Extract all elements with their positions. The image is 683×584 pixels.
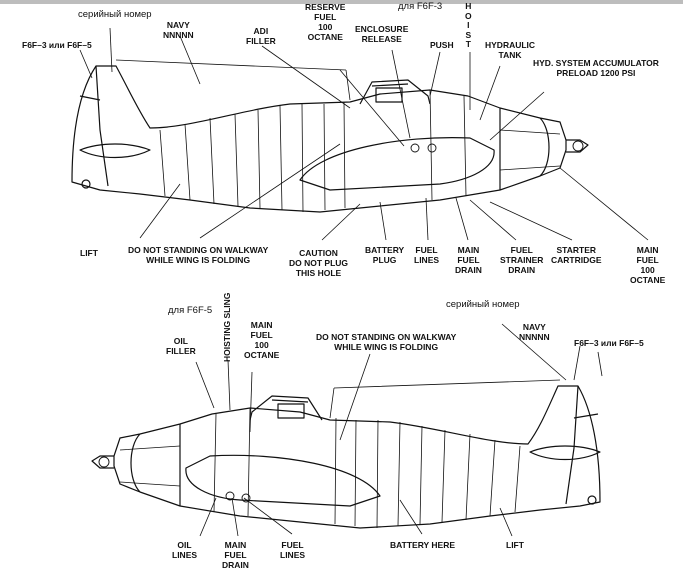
bottom-serial-number-label: серийный номер xyxy=(446,299,520,310)
top-battery-plug-label: BATTERY PLUG xyxy=(365,245,405,265)
bottom-walkway-label: DO NOT STANDING ON WALKWAY WHILE WING IS… xyxy=(316,332,457,352)
top-walkway-label: DO NOT STANDING ON WALKWAY WHILE WING IS… xyxy=(128,245,269,265)
top-edge-band xyxy=(0,0,683,4)
bottom-aircraft-profile xyxy=(91,379,601,529)
top-caution-plug-label: CAUTION DO NOT PLUG THIS HOLE xyxy=(289,248,349,278)
bottom-lift-label: LIFT xyxy=(506,540,524,550)
bottom-oil-lines-label: OIL LINES xyxy=(172,540,198,560)
bottom-leader-lines xyxy=(195,323,603,537)
bottom-oil-filler-label: OIL FILLER xyxy=(166,336,196,356)
bottom-variants-label: F6F–3 или F6F–5 xyxy=(574,338,644,348)
top-adi-filler-label: ADI FILLER xyxy=(246,26,276,46)
top-main-fuel-octane-label: MAIN FUEL 100 OCTANE xyxy=(630,245,666,285)
top-variants-label: F6F–3 или F6F–5 xyxy=(22,40,92,50)
bottom-main-fuel-drain-label: MAIN FUEL DRAIN xyxy=(222,540,249,570)
bottom-battery-here-label: BATTERY HERE xyxy=(390,540,456,550)
top-accumulator-label: HYD. SYSTEM ACCUMULATOR PRELOAD 1200 PSI xyxy=(533,58,659,78)
bottom-main-fuel-octane-label: MAIN FUEL 100 OCTANE xyxy=(244,320,280,360)
bottom-for-f6f5-label: для F6F-5 xyxy=(168,305,213,316)
top-hoist-label: H O I S T xyxy=(465,1,472,49)
top-reserve-fuel-label: RESERVE FUEL 100 OCTANE xyxy=(305,2,346,42)
top-hydraulic-tank-label: HYDRAULIC TANK xyxy=(485,40,536,60)
bottom-fuel-lines-label: FUEL LINES xyxy=(280,540,306,560)
bottom-hoisting-sling-label: HOISTING SLING xyxy=(222,292,232,362)
top-starter-cartridge-label: STARTER CARTRIDGE xyxy=(551,245,602,265)
top-fuel-lines-label: FUEL LINES xyxy=(414,245,440,265)
top-navy-serial-label: NAVY NNNNN xyxy=(163,20,194,40)
top-enclosure-release-label: ENCLOSURE RELEASE xyxy=(355,24,409,44)
bottom-navy-serial-label: NAVY NNNNN xyxy=(519,322,550,342)
top-for-f6f3-label: для F6F-3 xyxy=(398,1,443,12)
top-main-fuel-drain-label: MAIN FUEL DRAIN xyxy=(455,245,482,275)
top-aircraft-profile xyxy=(71,59,589,213)
top-lift-label: LIFT xyxy=(80,248,98,258)
top-push-label: PUSH xyxy=(430,40,454,50)
top-serial-number-label: серийный номер xyxy=(78,9,152,20)
top-leader-lines xyxy=(79,27,649,241)
top-fuel-strainer-drain-label: FUEL STRAINER DRAIN xyxy=(500,245,544,275)
